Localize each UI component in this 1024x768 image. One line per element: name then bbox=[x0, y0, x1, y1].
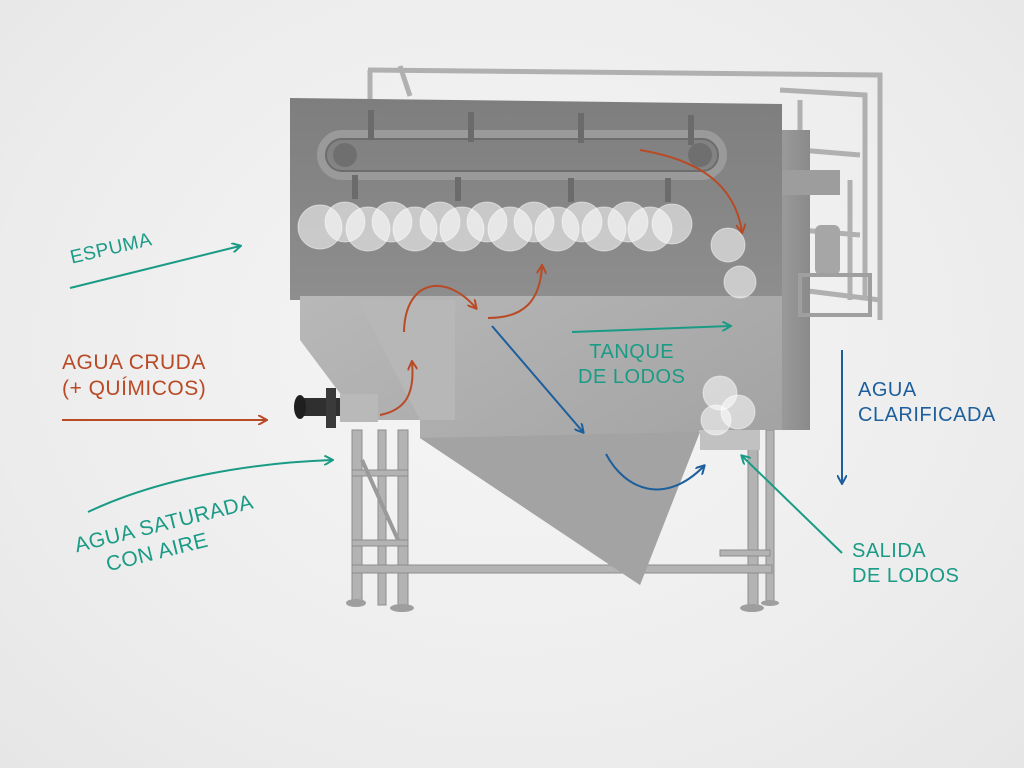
label-agua-cruda: AGUA CRUDA (+ QUÍMICOS) bbox=[62, 350, 206, 403]
label-tanque-lodos-line2: DE LODOS bbox=[578, 366, 686, 388]
chain-conveyor-icon bbox=[317, 110, 727, 202]
arrow-icon bbox=[379, 362, 413, 416]
arrow-icon bbox=[571, 326, 730, 333]
label-tanque-lodos: TANQUE DE LODOS bbox=[578, 340, 685, 390]
leveling-feet bbox=[346, 599, 779, 612]
label-agua-clarificada-line2: CLARIFICADA bbox=[858, 404, 996, 426]
arrow-icon bbox=[69, 246, 240, 289]
arrow-icon bbox=[605, 453, 704, 491]
arrow-icon bbox=[403, 284, 476, 333]
bubble-icon bbox=[297, 201, 757, 436]
arrow-icon bbox=[487, 266, 542, 319]
flow-arrows bbox=[62, 149, 843, 554]
flotation-tank-top bbox=[290, 98, 782, 300]
label-agua-clarificada: AGUA CLARIFICADA bbox=[858, 378, 996, 428]
label-salida-lodos-line2: DE LODOS bbox=[852, 565, 960, 587]
label-tanque-lodos-line1: TANQUE bbox=[589, 341, 675, 363]
label-agua-cruda-line2: (+ QUÍMICOS) bbox=[62, 377, 207, 401]
support-frame bbox=[351, 429, 775, 606]
raw-water-inlet-pipe bbox=[294, 388, 378, 428]
label-agua-cruda-line1: AGUA CRUDA bbox=[62, 351, 206, 374]
label-salida-lodos: SALIDA DE LODOS bbox=[852, 539, 959, 589]
arrow-icon bbox=[742, 456, 843, 554]
label-salida-lodos-line1: SALIDA bbox=[852, 540, 927, 562]
label-agua-clarificada-line1: AGUA bbox=[858, 379, 917, 401]
arrow-icon bbox=[639, 149, 742, 232]
arrow-icon bbox=[87, 460, 332, 513]
arrow-icon bbox=[491, 325, 583, 432]
